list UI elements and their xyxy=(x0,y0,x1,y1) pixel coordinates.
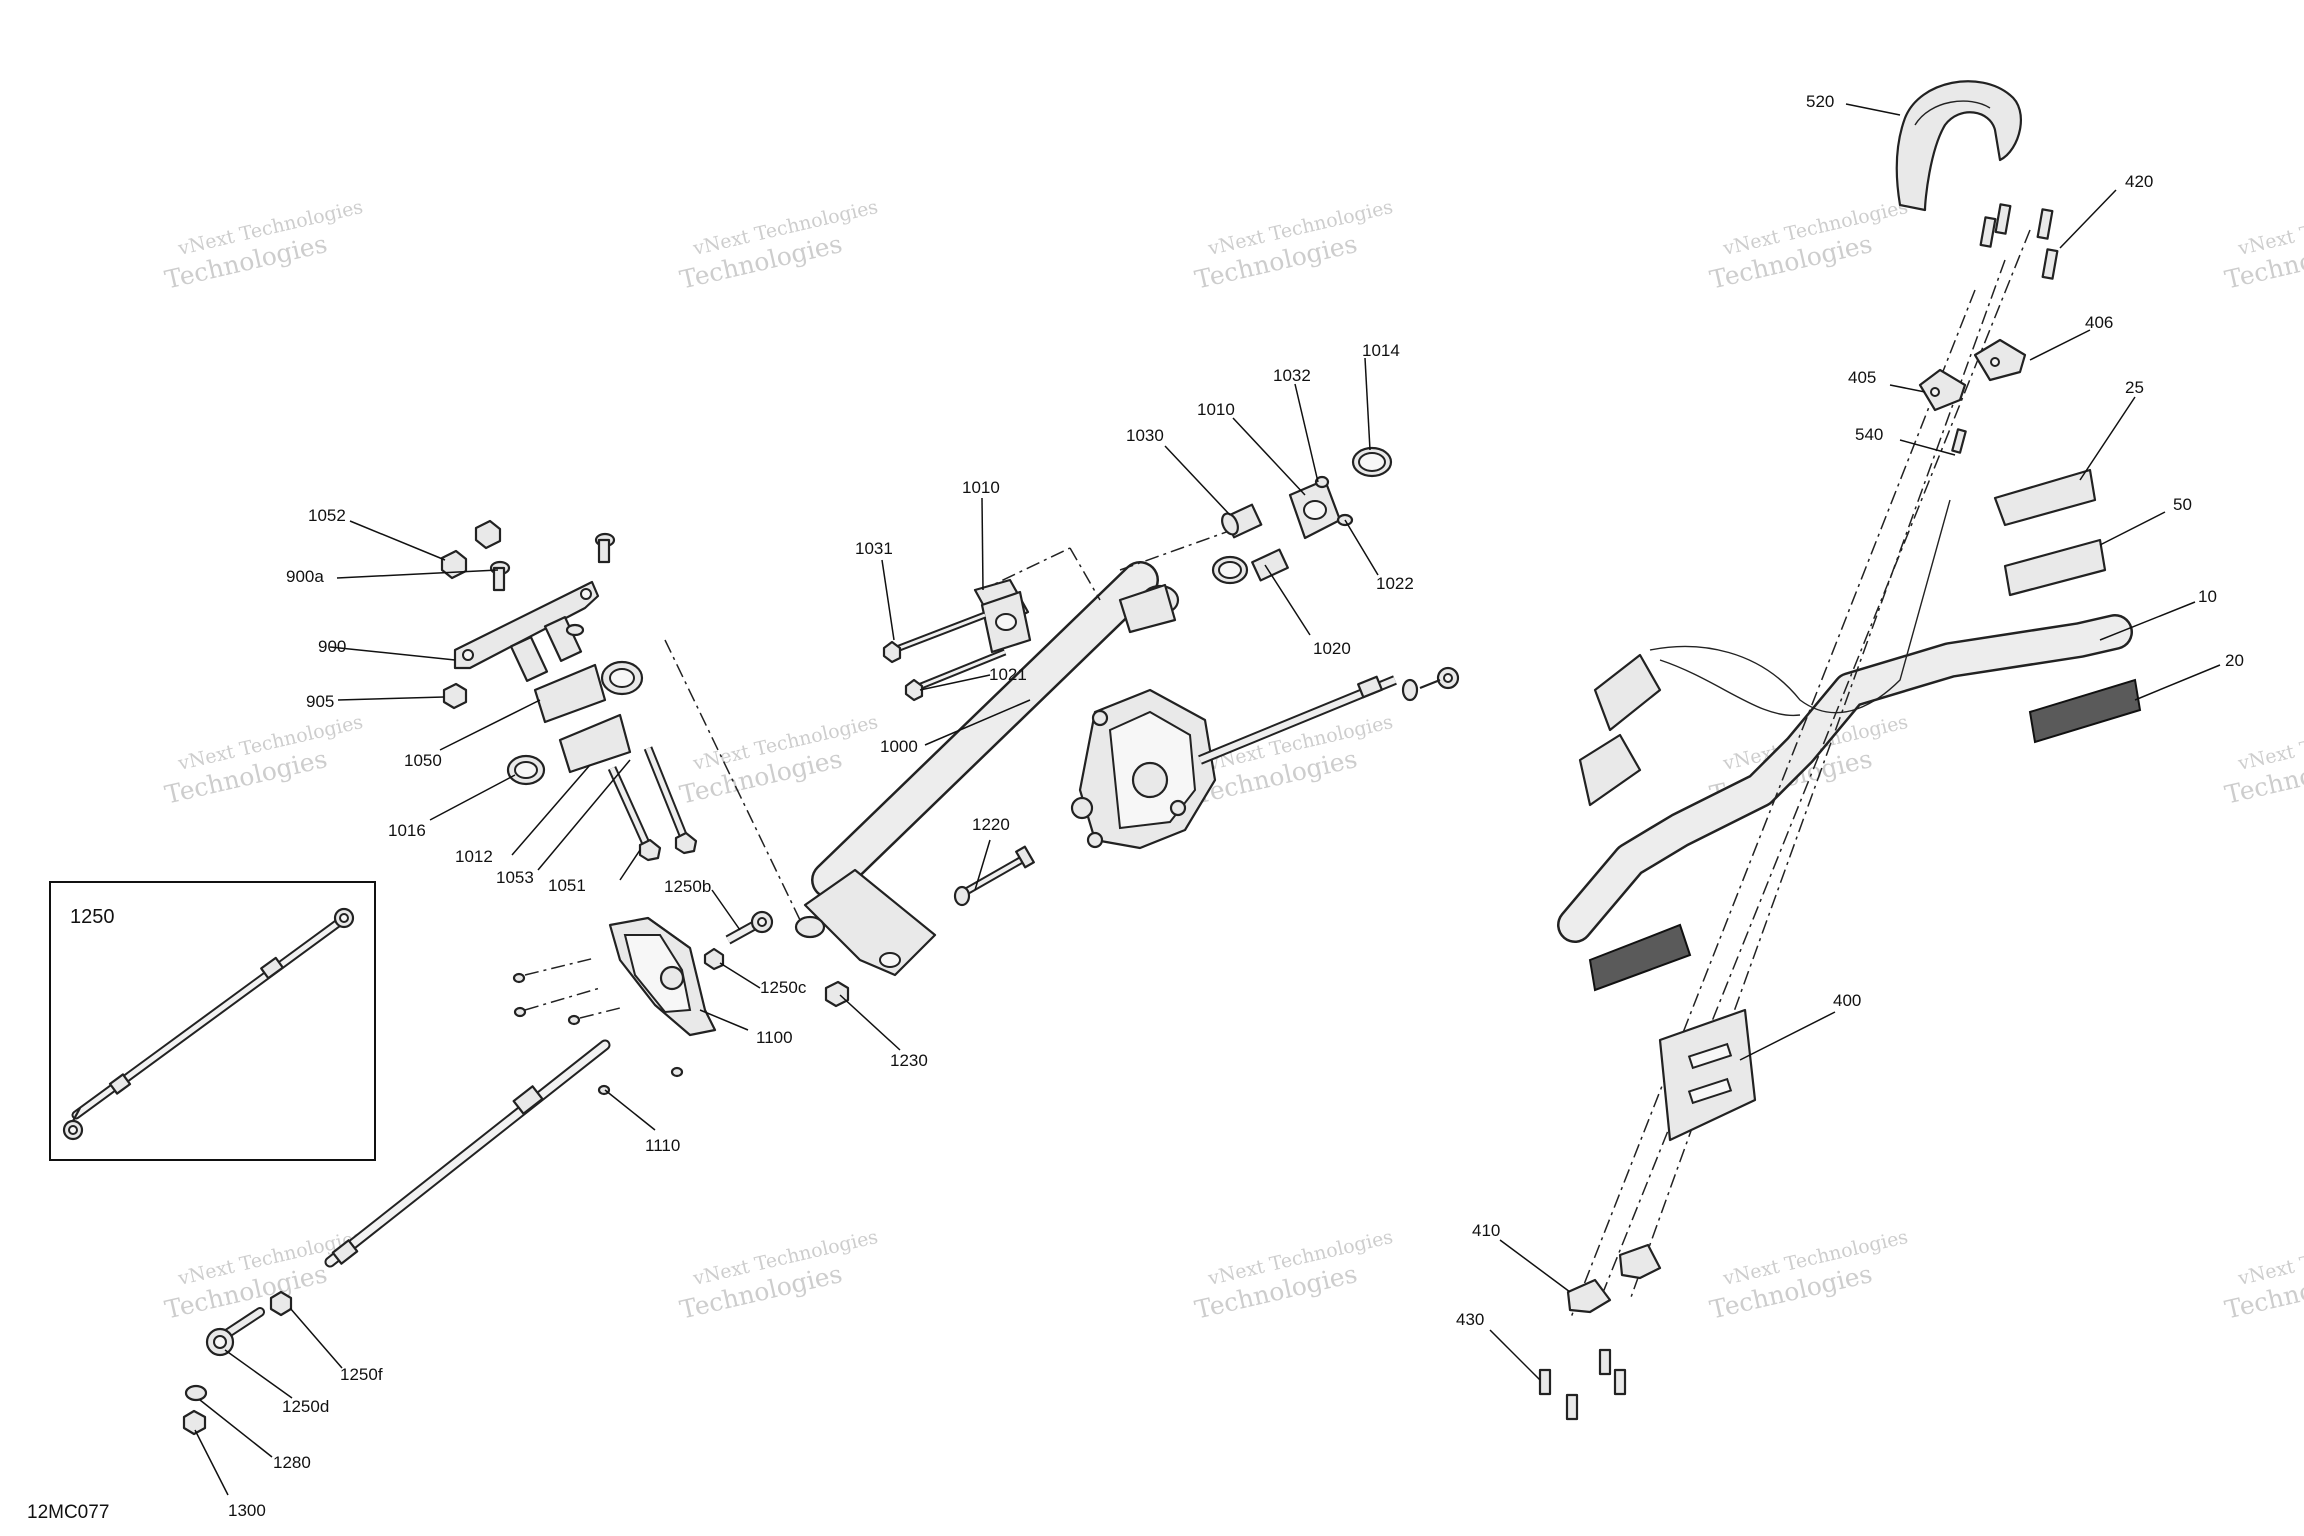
jam-nut-1250f xyxy=(269,1290,293,1317)
callout-10: 10 xyxy=(2198,587,2217,606)
clamp-405 xyxy=(1918,368,1967,412)
watermark-1: vNext Technologies Technologies xyxy=(162,196,365,295)
pitman-arm xyxy=(803,868,937,977)
callout-1000: 1000 xyxy=(880,737,918,756)
callout-1051: 1051 xyxy=(548,876,586,895)
callout-25: 25 xyxy=(2125,378,2144,397)
callout-900a: 900a xyxy=(286,567,324,586)
callout-400: 400 xyxy=(1833,991,1861,1010)
cover-1100 xyxy=(608,916,717,1037)
tie-rod-end-1250b xyxy=(703,910,774,971)
bushing-1050 xyxy=(533,663,607,724)
crossbar-pad-520 xyxy=(1895,80,2022,212)
grip-left xyxy=(1588,923,1692,992)
callout-1032: 1032 xyxy=(1273,366,1311,385)
callout-1031: 1031 xyxy=(855,539,893,558)
watermark-7: vNext Technologies Technologies xyxy=(677,711,880,810)
callout-1010-lower: 1010 xyxy=(962,478,1000,497)
callout-540: 540 xyxy=(1855,425,1883,444)
callout-1052: 1052 xyxy=(308,506,346,525)
grip-25 xyxy=(1993,468,2097,527)
watermark-15: vNext Technologies Technologies xyxy=(2222,1226,2304,1325)
inset-tie-rod-drawing xyxy=(62,907,355,1141)
callout-1110: 1110 xyxy=(645,1136,680,1155)
callout-900: 900 xyxy=(318,637,346,656)
callout-1030: 1030 xyxy=(1126,426,1164,445)
nut-1052 xyxy=(440,549,468,580)
tie-rod-assembly xyxy=(182,1039,611,1436)
grip-50 xyxy=(2003,538,2107,597)
clamp-410 xyxy=(1566,1278,1612,1314)
bolts-1031-1021 xyxy=(882,611,1007,702)
callout-1250c: 1250c xyxy=(760,978,807,997)
callout-1230: 1230 xyxy=(890,1051,928,1070)
callout-20: 20 xyxy=(2225,651,2244,670)
callout-1022: 1022 xyxy=(1376,574,1414,593)
upper-cover-group xyxy=(1070,666,1460,850)
callout-905: 905 xyxy=(306,692,334,711)
callout-1050: 1050 xyxy=(404,751,442,770)
washer-1280 xyxy=(184,1384,208,1402)
watermark-3: vNext Technologies Technologies xyxy=(1192,196,1395,295)
watermark-14: vNext Technologies Technologies xyxy=(1707,1226,1910,1325)
callout-1012: 1012 xyxy=(455,847,493,866)
clamp-1010-lower xyxy=(973,578,1032,654)
callout-1100: 1100 xyxy=(756,1028,793,1047)
screws-1110 xyxy=(512,957,684,1096)
watermark-5: vNext Technologies Technologies xyxy=(2222,196,2304,295)
callout-405: 405 xyxy=(1848,368,1876,387)
watermark-6: vNext Technologies Technologies xyxy=(162,711,365,810)
riser-400 xyxy=(1658,1008,1757,1142)
grip-20 xyxy=(2028,678,2142,744)
bolt-1220 xyxy=(953,845,1035,907)
watermark-10: vNext Technologies Technologies xyxy=(2222,711,2304,810)
bolts-430 xyxy=(1538,1348,1627,1421)
clamp-406 xyxy=(1973,338,2027,382)
nut-1300 xyxy=(182,1409,207,1436)
inset-label: 1250 xyxy=(70,906,115,928)
callout-410: 410 xyxy=(1472,1221,1500,1240)
callout-1280: 1280 xyxy=(273,1453,311,1472)
callout-406: 406 xyxy=(2085,313,2113,332)
callout-50: 50 xyxy=(2173,495,2192,514)
steering-column-1000 xyxy=(794,519,1261,977)
upper-clamp-group xyxy=(1211,446,1393,585)
callout-1300: 1300 xyxy=(228,1501,266,1520)
callout-1016: 1016 xyxy=(388,821,426,840)
callout-leaders xyxy=(194,103,2221,1496)
watermark-4: vNext Technologies Technologies xyxy=(1707,196,1910,295)
callout-1014: 1014 xyxy=(1362,341,1400,360)
callout-430: 430 xyxy=(1456,1310,1484,1329)
bolts-420 xyxy=(1979,203,2059,280)
callout-1010-upper: 1010 xyxy=(1197,400,1235,419)
callout-420: 420 xyxy=(2125,172,2153,191)
callout-520: 520 xyxy=(1806,92,1834,111)
callout-1220: 1220 xyxy=(972,815,1010,834)
callout-1053: 1053 xyxy=(496,868,534,887)
callouts: 520 420 406 405 540 25 50 10 20 400 410 … xyxy=(228,92,2244,1520)
watermark-2: vNext Technologies Technologies xyxy=(677,196,880,295)
drawing-reference: 12MC077 xyxy=(27,1502,109,1523)
ball-joint-1250d xyxy=(205,1307,265,1357)
inset-frame xyxy=(49,881,376,1161)
callout-1250b: 1250b xyxy=(664,877,711,896)
callout-1021: 1021 xyxy=(989,665,1027,684)
watermark-12: vNext Technologies Technologies xyxy=(677,1226,880,1325)
bracket-900 xyxy=(453,580,600,670)
nut-1230 xyxy=(824,980,850,1008)
watermark-13: vNext Technologies Technologies xyxy=(1192,1226,1395,1325)
pivot-bracket-group xyxy=(440,519,801,921)
callout-1020: 1020 xyxy=(1313,639,1351,658)
callout-1250d: 1250d xyxy=(282,1397,329,1416)
inset-tie-rod-1250: 1250 xyxy=(49,881,376,1161)
callout-1250f: 1250f xyxy=(340,1365,383,1384)
handlebar-assembly xyxy=(1538,80,2142,1421)
handlebar-10 xyxy=(1559,616,2131,941)
